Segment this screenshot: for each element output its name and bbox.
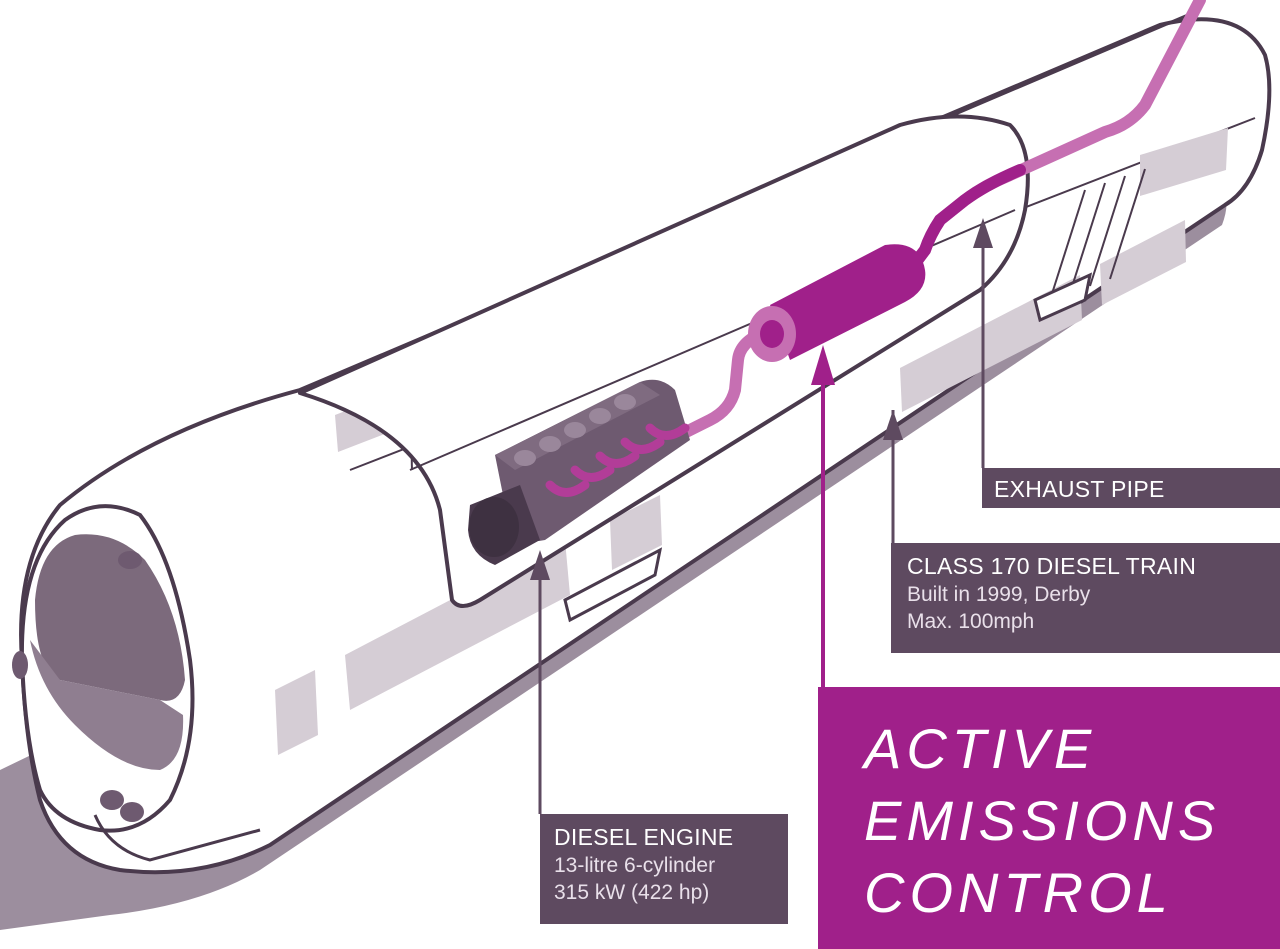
- engine-callout: DIESEL ENGINE 13-litre 6-cylinder 315 kW…: [540, 814, 788, 924]
- exhaust-pipe-title: EXHAUST PIPE: [994, 476, 1165, 502]
- train-callout: CLASS 170 DIESEL TRAIN Built in 1999, De…: [891, 543, 1280, 653]
- headlights: [12, 551, 144, 822]
- pointer-lines: [538, 228, 985, 814]
- diesel-engine: [468, 379, 690, 565]
- aec-line-2: EMISSIONS: [864, 789, 1221, 852]
- engine-title: DIESEL ENGINE: [554, 824, 734, 850]
- pointer-arrowheads: [530, 218, 993, 580]
- active-emissions-control-panel: ACTIVE EMISSIONS CONTROL: [818, 687, 1280, 949]
- exhaust-pipe-callout: EXHAUST PIPE: [982, 468, 1280, 508]
- train-speed-line: Max. 100mph: [907, 609, 1035, 633]
- train-built-line: Built in 1999, Derby: [907, 582, 1091, 606]
- lower-windows: [275, 220, 1186, 755]
- engine-size-line: 13-litre 6-cylinder: [554, 853, 716, 877]
- exhaust-pipe-inner: [904, 164, 1026, 276]
- front-bogie: [563, 547, 663, 623]
- aec-line-3: CONTROL: [864, 861, 1173, 924]
- rear-bogie: [1033, 272, 1093, 323]
- windscreen-lower: [30, 640, 184, 770]
- front-skirt: [93, 814, 261, 862]
- train-title: CLASS 170 DIESEL TRAIN: [907, 553, 1197, 579]
- aec-line-1: ACTIVE: [864, 717, 1097, 780]
- engine-power-line: 315 kW (422 hp): [554, 880, 710, 904]
- aec-canister: [748, 244, 926, 362]
- windscreen: [35, 534, 185, 701]
